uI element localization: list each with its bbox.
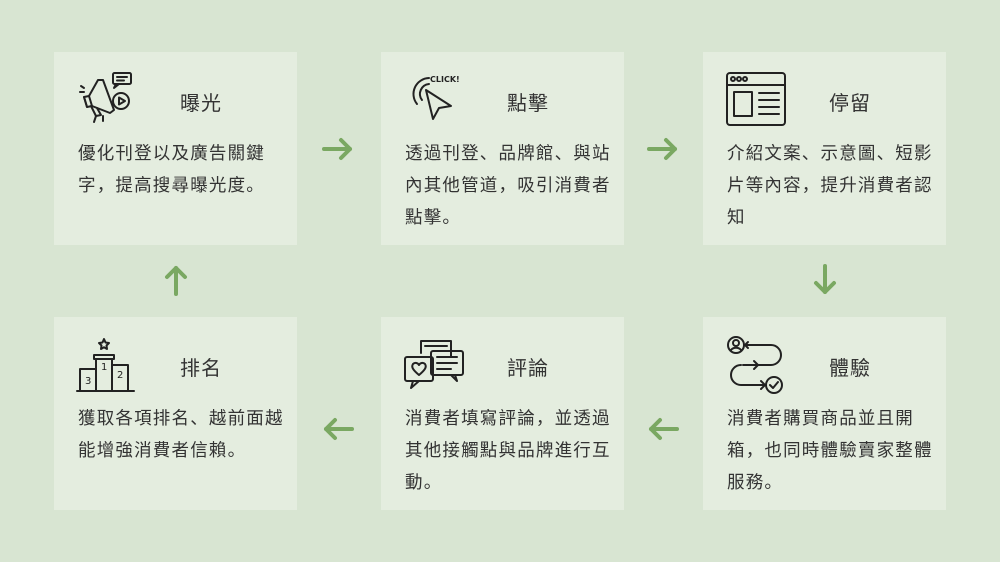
svg-text:CLICK!: CLICK!: [430, 75, 460, 84]
step-card-stay: 停留 介紹文案、示意圖、短影片等內容，提升消費者認知: [703, 52, 946, 245]
step-card-exposure: 曝光 優化刊登以及廣告關鍵字，提高搜尋曝光度。: [54, 52, 297, 245]
podium-icon: 1 2 3: [76, 335, 138, 397]
browser-window-icon: [725, 70, 787, 132]
step-card-ranking: 1 2 3 排名 獲取各項排名、越前面越能增強消費者信賴。: [54, 317, 297, 510]
step-title: 排名: [180, 356, 222, 380]
step-title: 點擊: [507, 91, 549, 115]
step-card-review: 評論 消費者填寫評論，並透過其他接觸點與品牌進行互動。: [381, 317, 624, 510]
svg-text:2: 2: [117, 370, 123, 381]
step-description: 消費者填寫評論，並透過其他接觸點與品牌進行互動。: [405, 409, 611, 493]
step-description: 消費者購買商品並且開箱，也同時體驗賣家整體服務。: [727, 409, 933, 493]
arrow-down-icon: [813, 263, 837, 297]
megaphone-icon: [76, 70, 138, 132]
arrow-right-icon: [321, 137, 355, 161]
step-title: 體驗: [829, 356, 871, 380]
step-description: 獲取各項排名、越前面越能增強消費者信賴。: [78, 409, 284, 461]
svg-text:3: 3: [85, 376, 91, 387]
arrow-left-icon: [646, 417, 680, 441]
step-card-experience: 體驗 消費者購買商品並且開箱，也同時體驗賣家整體服務。: [703, 317, 946, 510]
step-title: 曝光: [180, 91, 222, 115]
step-description: 介紹文案、示意圖、短影片等內容，提升消費者認知: [727, 144, 933, 228]
click-cursor-icon: CLICK!: [403, 70, 465, 132]
step-description: 優化刊登以及廣告關鍵字，提高搜尋曝光度。: [78, 144, 265, 196]
step-description: 透過刊登、品牌館、與站內其他管道，吸引消費者點擊。: [405, 144, 611, 228]
arrow-up-icon: [164, 263, 188, 297]
arrow-right-icon: [646, 137, 680, 161]
chat-heart-icon: [403, 335, 465, 397]
svg-text:1: 1: [101, 362, 107, 373]
user-journey-icon: [725, 335, 787, 397]
step-card-click: CLICK! 點擊 透過刊登、品牌館、與站內其他管道，吸引消費者點擊。: [381, 52, 624, 245]
arrow-left-icon: [321, 417, 355, 441]
step-title: 停留: [829, 91, 871, 115]
step-title: 評論: [507, 356, 549, 380]
